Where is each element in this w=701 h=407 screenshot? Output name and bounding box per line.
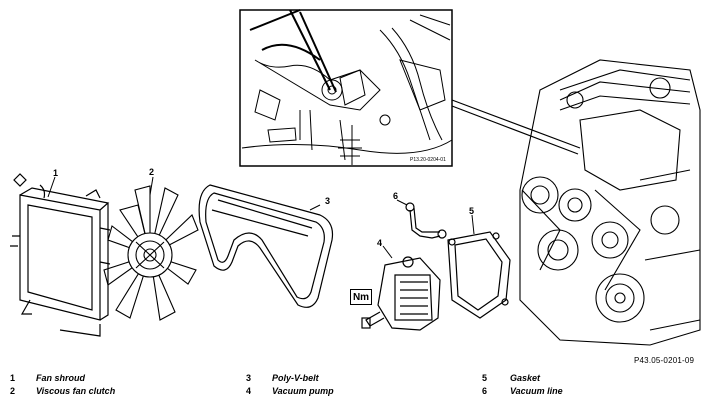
callout-1: 1 [53,168,58,178]
callout-3: 3 [325,196,330,206]
fan-shroud [10,173,111,337]
inset-detail [239,9,453,167]
figure-ref: P43.05-0201-09 [634,356,695,365]
poly-v-belt [198,184,334,308]
callout-4: 4 [377,238,382,248]
inset-leader [451,99,581,155]
viscous-fan-clutch [103,185,199,321]
callout-6: 6 [393,191,398,201]
engine-assembly [519,59,701,346]
vacuum-pump [361,256,441,331]
callout-2: 2 [149,167,154,177]
torque-symbol: Nm [350,289,372,305]
callout-5: 5 [469,206,474,216]
vacuum-line [405,202,447,239]
gasket [447,231,511,319]
inset-ref: P13.20-0204-01 [410,157,446,163]
